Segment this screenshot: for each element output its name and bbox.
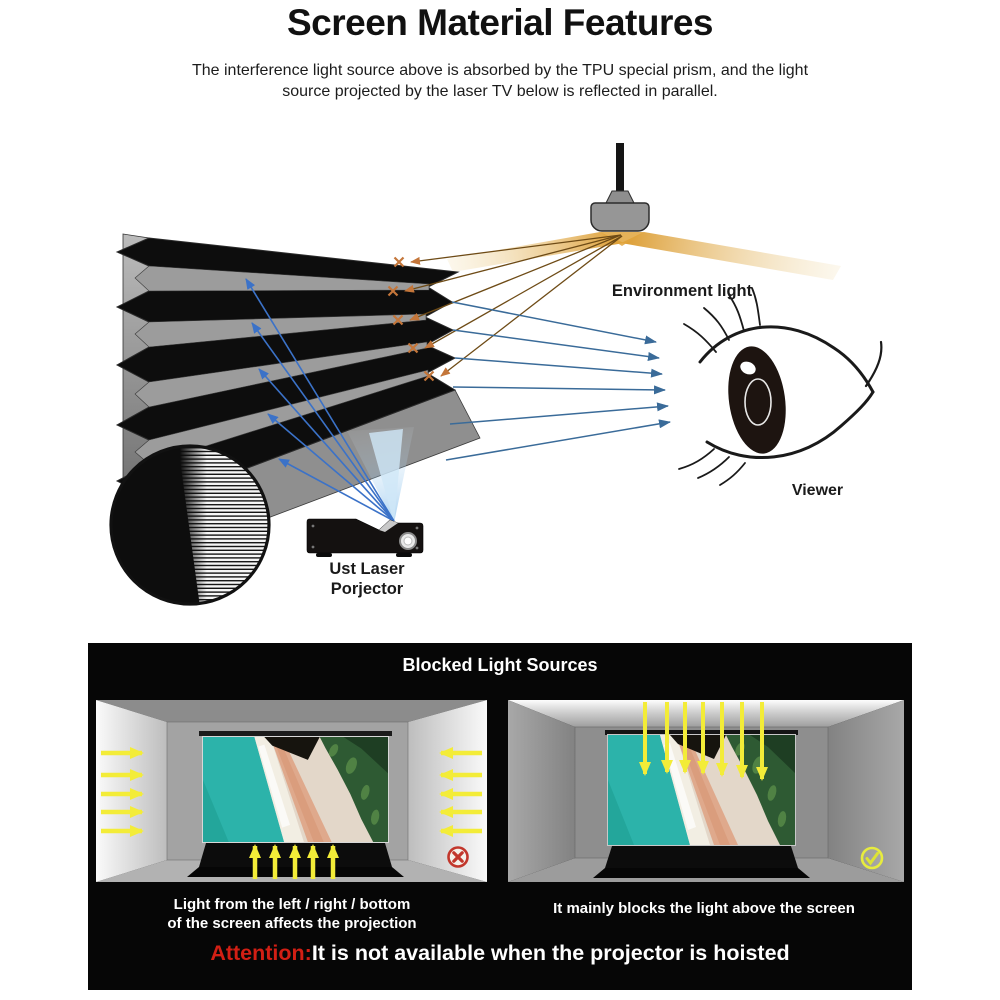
panel-title: Blocked Light Sources xyxy=(402,655,598,675)
attention-note: Attention:It is not available when the p… xyxy=(88,941,912,966)
screen-stand xyxy=(605,846,798,868)
attention-text: It is not available when the projector i… xyxy=(311,941,790,965)
projector-label-line2: Porjector xyxy=(330,580,404,598)
environment-light-label: Environment light xyxy=(611,282,753,300)
room-right-wall xyxy=(828,700,904,882)
projector-rays xyxy=(245,278,395,522)
room-ceiling xyxy=(508,700,904,727)
cross-circle-icon xyxy=(447,846,469,868)
room-left-wall xyxy=(508,700,575,882)
upper-eyelashes xyxy=(683,287,761,353)
lower-eyelashes xyxy=(678,448,746,486)
subtitle: The interference light source above is a… xyxy=(100,60,900,102)
ceiling-lamp-icon xyxy=(590,143,650,232)
attention-label: Attention: xyxy=(210,941,312,965)
page-title: Screen Material Features xyxy=(286,2,714,43)
subtitle-line1: The interference light source above is a… xyxy=(191,62,809,79)
left-room-caption-line1: Light from the left / right / bottom xyxy=(173,896,411,913)
top-light-arrows xyxy=(639,702,768,781)
left-room-caption-line2: of the screen affects the projection xyxy=(167,915,417,932)
side-bottom-light-arrows xyxy=(101,747,482,879)
ust-projector-icon xyxy=(306,518,424,557)
reflected-rays xyxy=(445,301,671,461)
magnifier-detail-circle xyxy=(109,444,271,606)
blocked-light-panel: Blocked Light Sources xyxy=(88,643,912,990)
room-left-wall xyxy=(96,700,167,882)
optics-diagram xyxy=(109,143,883,606)
right-room-caption: It mainly blocks the light above the scr… xyxy=(553,900,855,917)
left-room-caption: Light from the left / right / bottom of … xyxy=(88,895,496,933)
room-ceiling xyxy=(96,700,487,722)
room-unblocked-light xyxy=(96,700,487,882)
screen-stand-base xyxy=(593,868,810,878)
projector-label-line1: Ust Laser xyxy=(329,560,405,578)
environment-light-fan xyxy=(447,232,841,280)
projector-label: Ust Laser Porjector xyxy=(292,559,442,599)
check-circle-icon xyxy=(860,846,884,870)
projection-screen-image xyxy=(203,737,388,842)
environment-light-rays xyxy=(404,234,623,377)
prism-reflective-stripes xyxy=(134,265,430,465)
viewer-label: Viewer xyxy=(791,482,844,499)
subtitle-line2: source projected by the laser TV below i… xyxy=(282,83,718,100)
projector-beam-glow xyxy=(347,427,414,523)
screen-top-rod xyxy=(199,731,392,736)
room-blocked-light xyxy=(508,700,904,882)
viewer-eye-icon xyxy=(678,287,883,486)
absorbed-x-marks xyxy=(387,256,435,382)
